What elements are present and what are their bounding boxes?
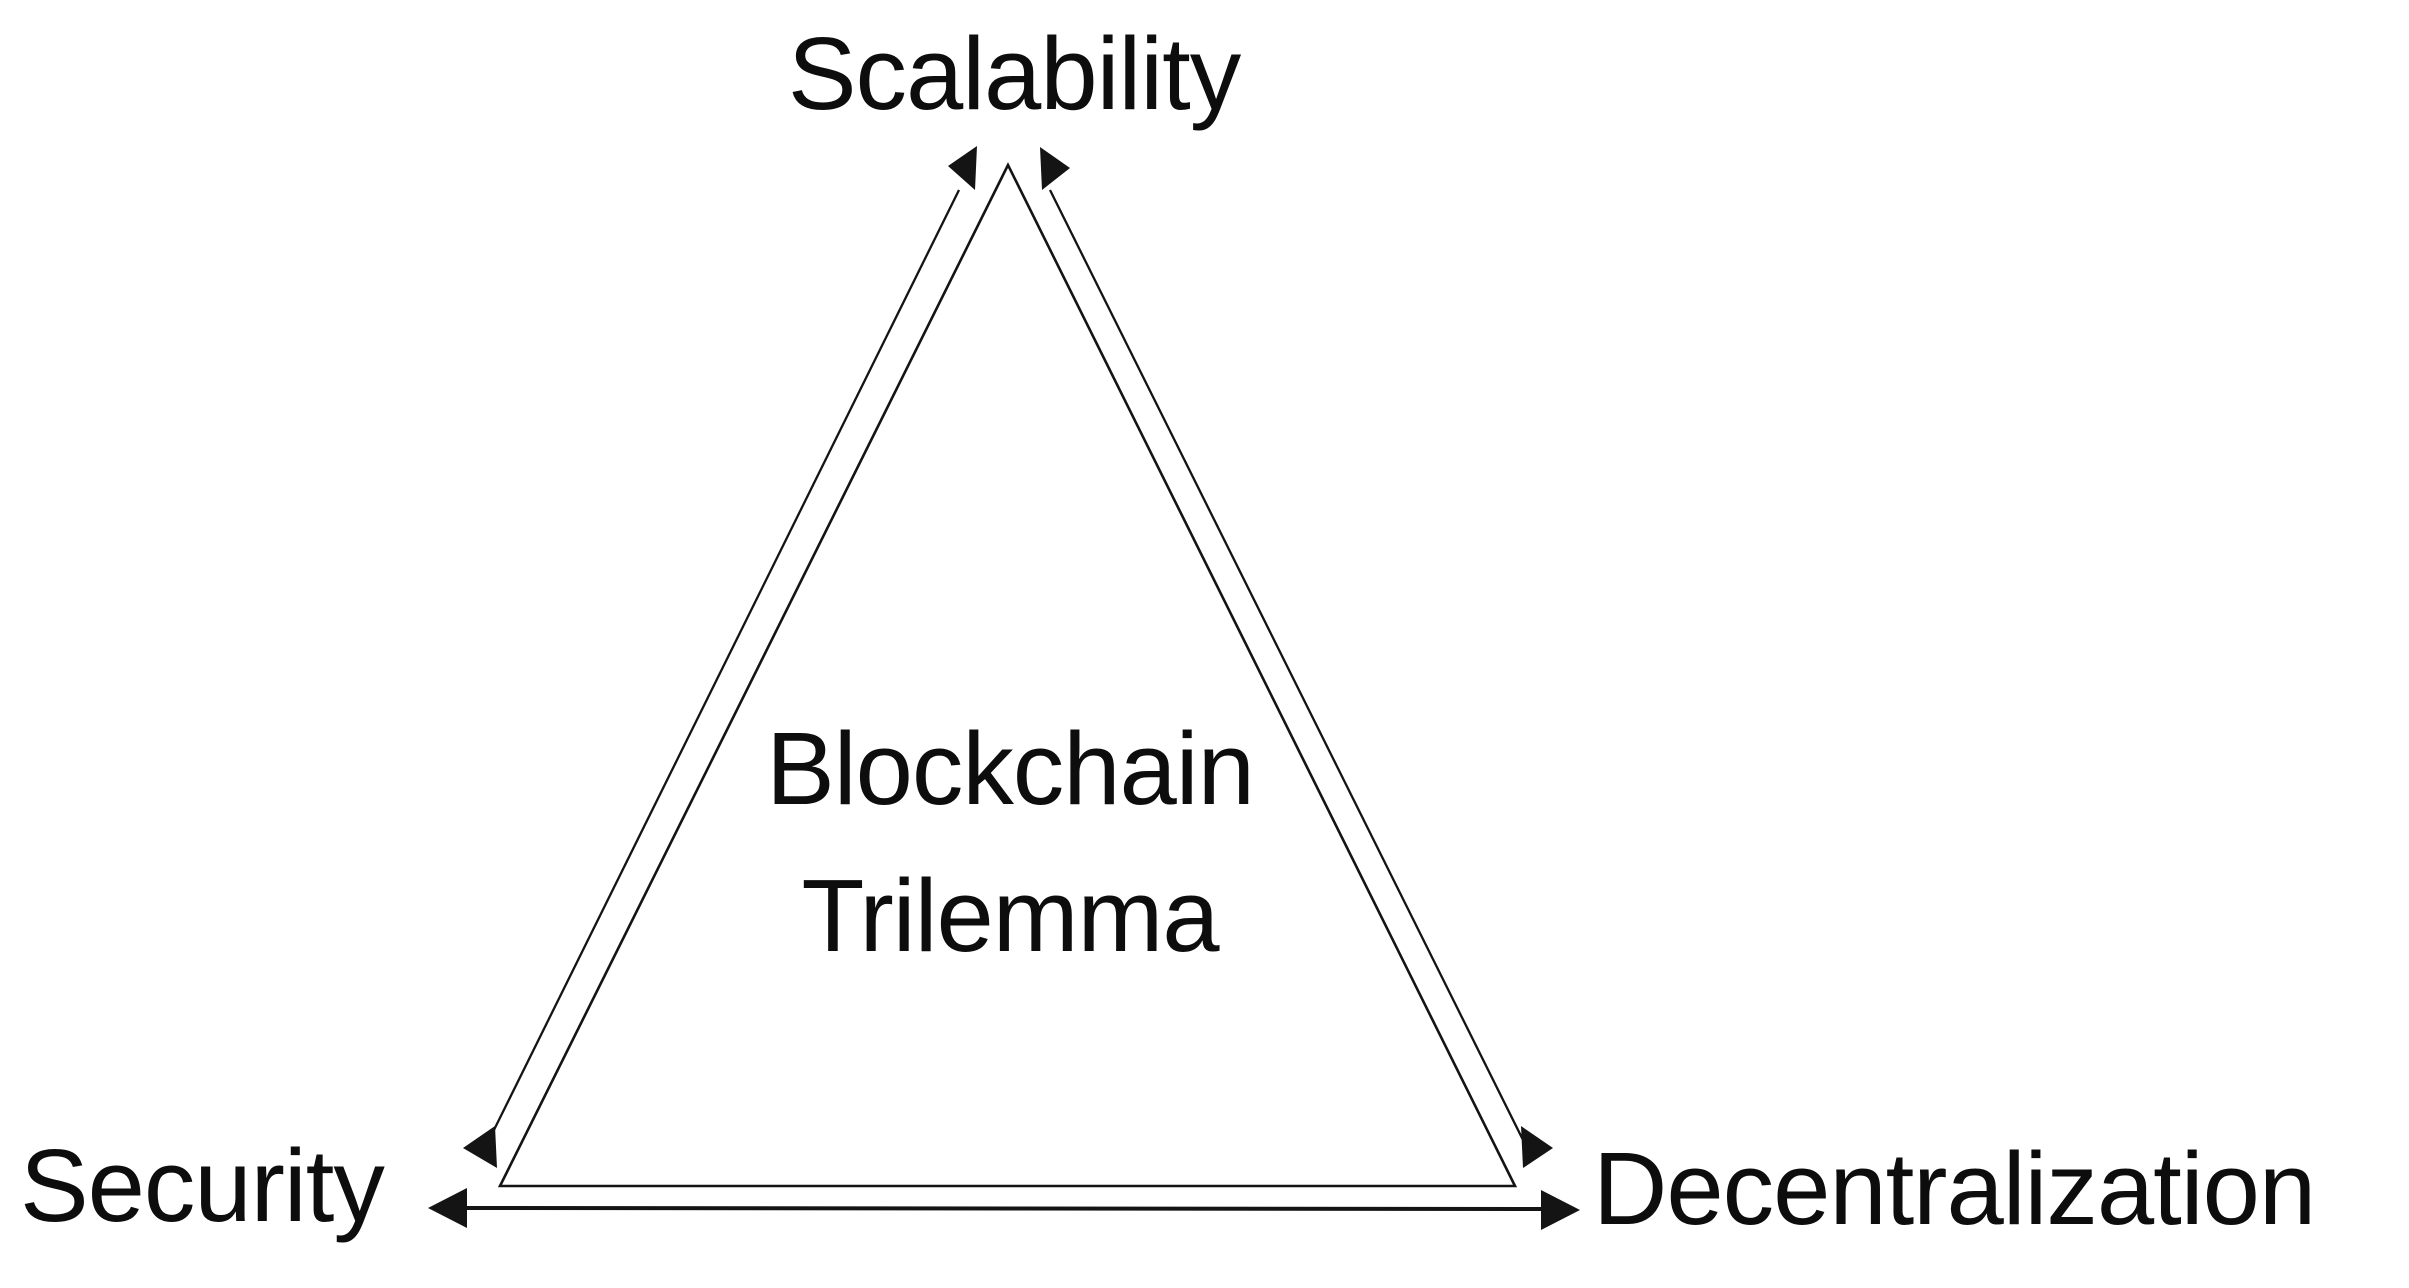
arrowhead-to-scalability-right-icon — [1040, 147, 1070, 190]
arrow-line-scalability-decentralization — [1048, 189, 1526, 1143]
triangle-outline — [497, 162, 1518, 1188]
arrowhead-to-security-horizontal-icon — [428, 1188, 467, 1228]
arrowhead-to-security-diagonal-icon — [463, 1126, 497, 1168]
center-title: Blockchain Trilemma — [766, 695, 1255, 989]
center-title-line2: Trilemma — [801, 858, 1219, 973]
vertex-label-scalability: Scalability — [787, 16, 1241, 131]
arrow-line-security-decentralization — [451, 1206, 1557, 1211]
vertex-label-security: Security — [20, 1128, 385, 1243]
vertex-label-decentralization: Decentralization — [1593, 1131, 2316, 1246]
arrowhead-to-scalability-left-icon — [948, 146, 977, 190]
arrow-line-security-scalability — [487, 189, 961, 1141]
center-title-line1: Blockchain — [766, 711, 1255, 826]
arrowhead-to-decentralization-horizontal-icon — [1541, 1190, 1580, 1230]
arrowhead-to-decentralization-diagonal-icon — [1521, 1126, 1553, 1168]
